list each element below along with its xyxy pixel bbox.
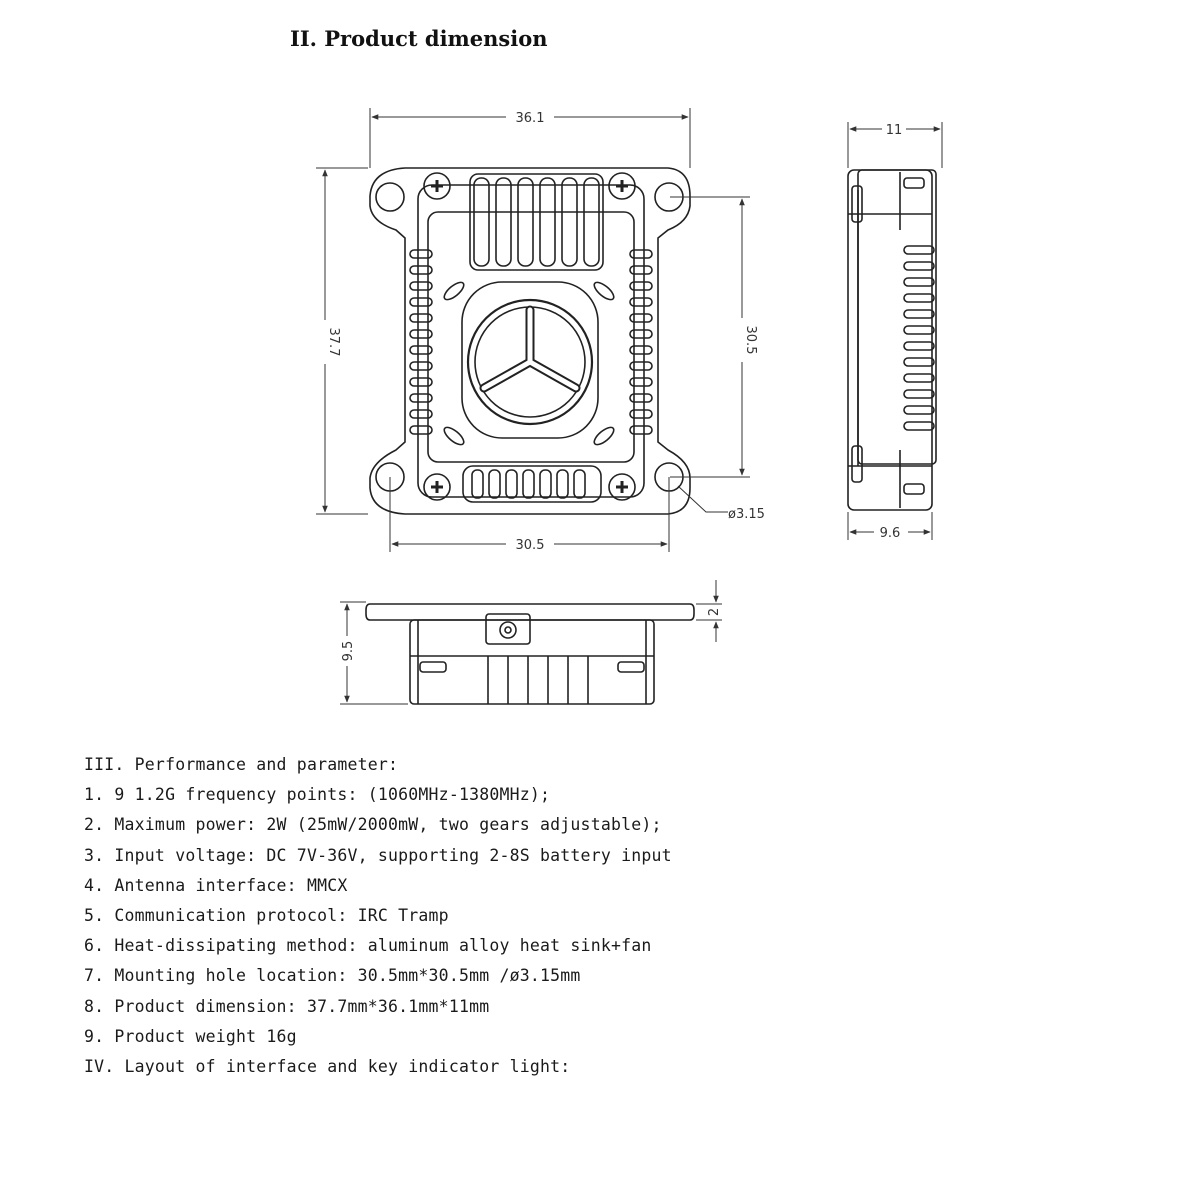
spec-item: 4. Antenna interface: MMCX — [84, 875, 348, 895]
dim-hole-spacing-vertical: 30.5 — [743, 326, 758, 355]
bottom-flange — [365, 603, 695, 621]
screw-bottom-left — [423, 473, 451, 501]
spec-item: 8. Product dimension: 37.7mm*36.1mm*11mm — [84, 996, 490, 1016]
side-view — [847, 169, 937, 511]
dim-hole-diameter: ø3.15 — [728, 507, 765, 522]
bottom-vent-slots — [462, 465, 602, 503]
mmcx-connector — [485, 613, 531, 645]
dim-bottom-height: 9.5 — [341, 641, 356, 662]
fan — [461, 281, 599, 439]
left-heatsink-fins — [409, 249, 433, 435]
spec-item: 3. Input voltage: DC 7V-36V, supporting … — [84, 845, 672, 865]
specs-list: III. Performance and parameter: 1. 9 1.2… — [84, 752, 672, 1084]
dim-side-base: 9.6 — [880, 526, 901, 541]
screw-top-right — [608, 172, 636, 200]
spec-item: 6. Heat-dissipating method: aluminum all… — [84, 936, 652, 956]
dim-front-height: 37.7 — [326, 328, 341, 357]
screw-bottom-right — [608, 473, 636, 501]
mounting-hole-top-left — [375, 182, 405, 212]
side-heatsink-fins — [903, 245, 935, 431]
bottom-view — [365, 603, 695, 705]
specs-heading: III. Performance and parameter: — [84, 755, 399, 774]
spec-item: 9. Product weight 16g — [84, 1026, 297, 1046]
top-heatsink-fins — [469, 173, 604, 271]
dim-bottom-flange: 2 — [707, 608, 722, 616]
spec-item: 5. Communication protocol: IRC Tramp — [84, 905, 449, 925]
screw-top-left — [423, 172, 451, 200]
front-view — [369, 167, 691, 515]
spec-item: 2. Maximum power: 2W (25mW/2000mW, two g… — [84, 815, 662, 835]
spec-item: 7. Mounting hole location: 30.5mm*30.5mm… — [84, 966, 581, 986]
spec-item: 1. 9 1.2G frequency points: (1060MHz-138… — [84, 785, 551, 805]
dim-hole-spacing-horizontal: 30.5 — [516, 538, 545, 553]
right-heatsink-fins — [629, 249, 653, 435]
layout-heading: IV. Layout of interface and key indicato… — [84, 1056, 571, 1076]
dim-front-width: 36.1 — [516, 111, 545, 126]
front-outline — [369, 167, 691, 515]
page-title: II. Product dimension — [290, 26, 548, 51]
dim-side-depth: 11 — [886, 123, 903, 138]
dimension-drawing: 36.1 37.7 30.5 30.5 ø3.15 — [316, 108, 943, 705]
bottom-dimension-lines — [340, 580, 722, 705]
